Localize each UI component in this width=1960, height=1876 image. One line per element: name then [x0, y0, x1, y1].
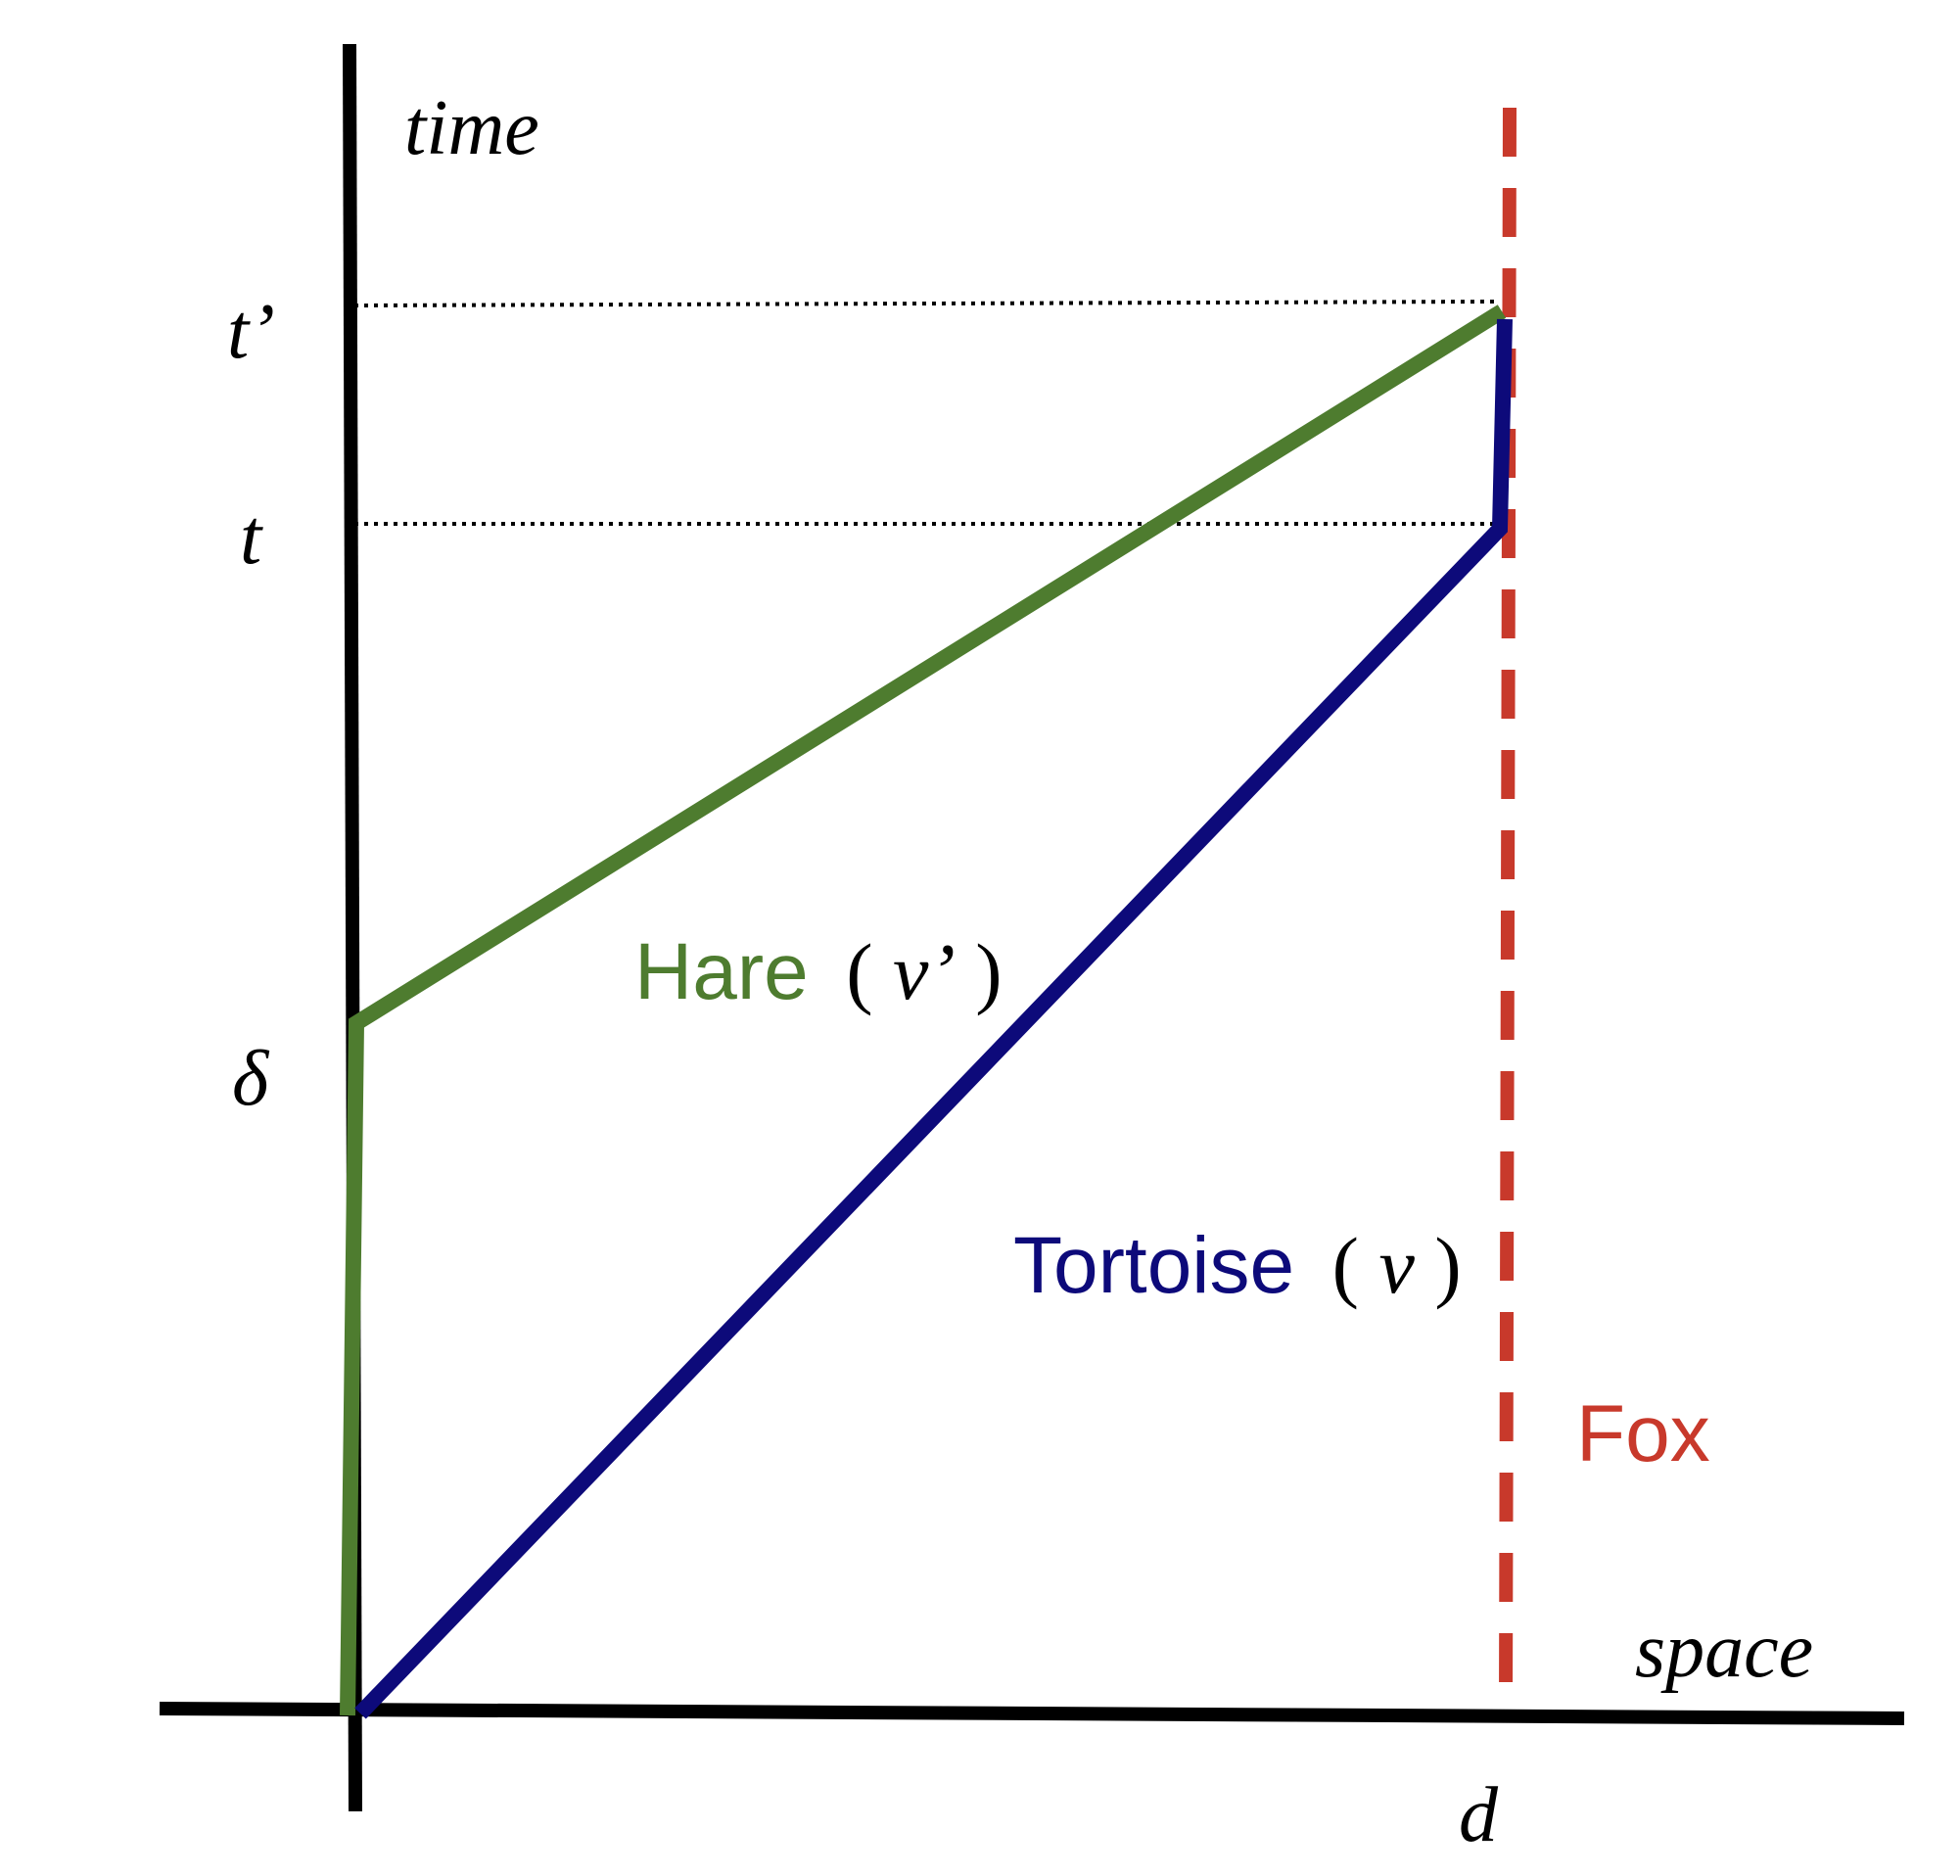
hare-name: Hare [634, 927, 809, 1016]
space-axis-label: space [1635, 1608, 1813, 1694]
space-axis [159, 1702, 1905, 1725]
tortoise-speed-open: ( [1332, 1221, 1359, 1310]
t-label: t [240, 494, 263, 581]
hare-speed: v’ [893, 927, 956, 1016]
tortoise-speed-close: ) [1434, 1221, 1461, 1310]
time-axis-label: time [404, 85, 539, 171]
tortoise-worldline [354, 318, 1513, 1719]
d-label: d [1459, 1772, 1499, 1858]
hare-label: Hare ( v’ ) [634, 927, 1003, 1016]
t-prime-label: t’ [227, 289, 275, 375]
hare-speed-open: ( [846, 927, 872, 1016]
tortoise-label: Tortoise ( v ) [1013, 1221, 1462, 1310]
hare-worldline [340, 305, 1507, 1716]
tortoise-speed: v [1378, 1221, 1415, 1310]
hare-speed-close: ) [975, 927, 1002, 1016]
tortoise-name: Tortoise [1013, 1221, 1294, 1310]
t-prime-guide-line [353, 300, 1499, 307]
delta-label: δ [232, 1036, 270, 1122]
fox-label: Fox [1576, 1389, 1710, 1478]
